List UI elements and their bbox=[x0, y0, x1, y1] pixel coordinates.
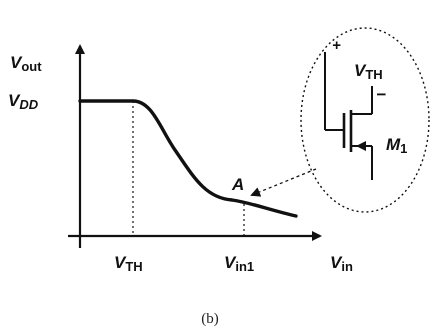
point-a-label: A bbox=[231, 175, 244, 194]
inset-minus-sign: − bbox=[376, 85, 386, 104]
inset-ellipse bbox=[300, 27, 430, 213]
transistor-m1-label: M1 bbox=[386, 135, 407, 156]
vth-tick-label: VTH bbox=[114, 253, 143, 274]
transfer-curve bbox=[78, 99, 298, 218]
x-axis-label: Vin bbox=[330, 253, 353, 274]
y-axis-label: Vout bbox=[10, 53, 42, 74]
vdd-label: VDD bbox=[8, 91, 39, 112]
source-arrow-icon bbox=[356, 141, 366, 151]
nmos-transistor-symbol bbox=[324, 52, 373, 180]
figure-caption: (b) bbox=[201, 311, 219, 327]
inset-vth-label: VTH bbox=[354, 61, 383, 82]
inset-plus-sign: + bbox=[332, 37, 341, 54]
vin1-tick-label: Vin1 bbox=[224, 253, 254, 274]
inset-pointer-arrow bbox=[250, 168, 317, 197]
